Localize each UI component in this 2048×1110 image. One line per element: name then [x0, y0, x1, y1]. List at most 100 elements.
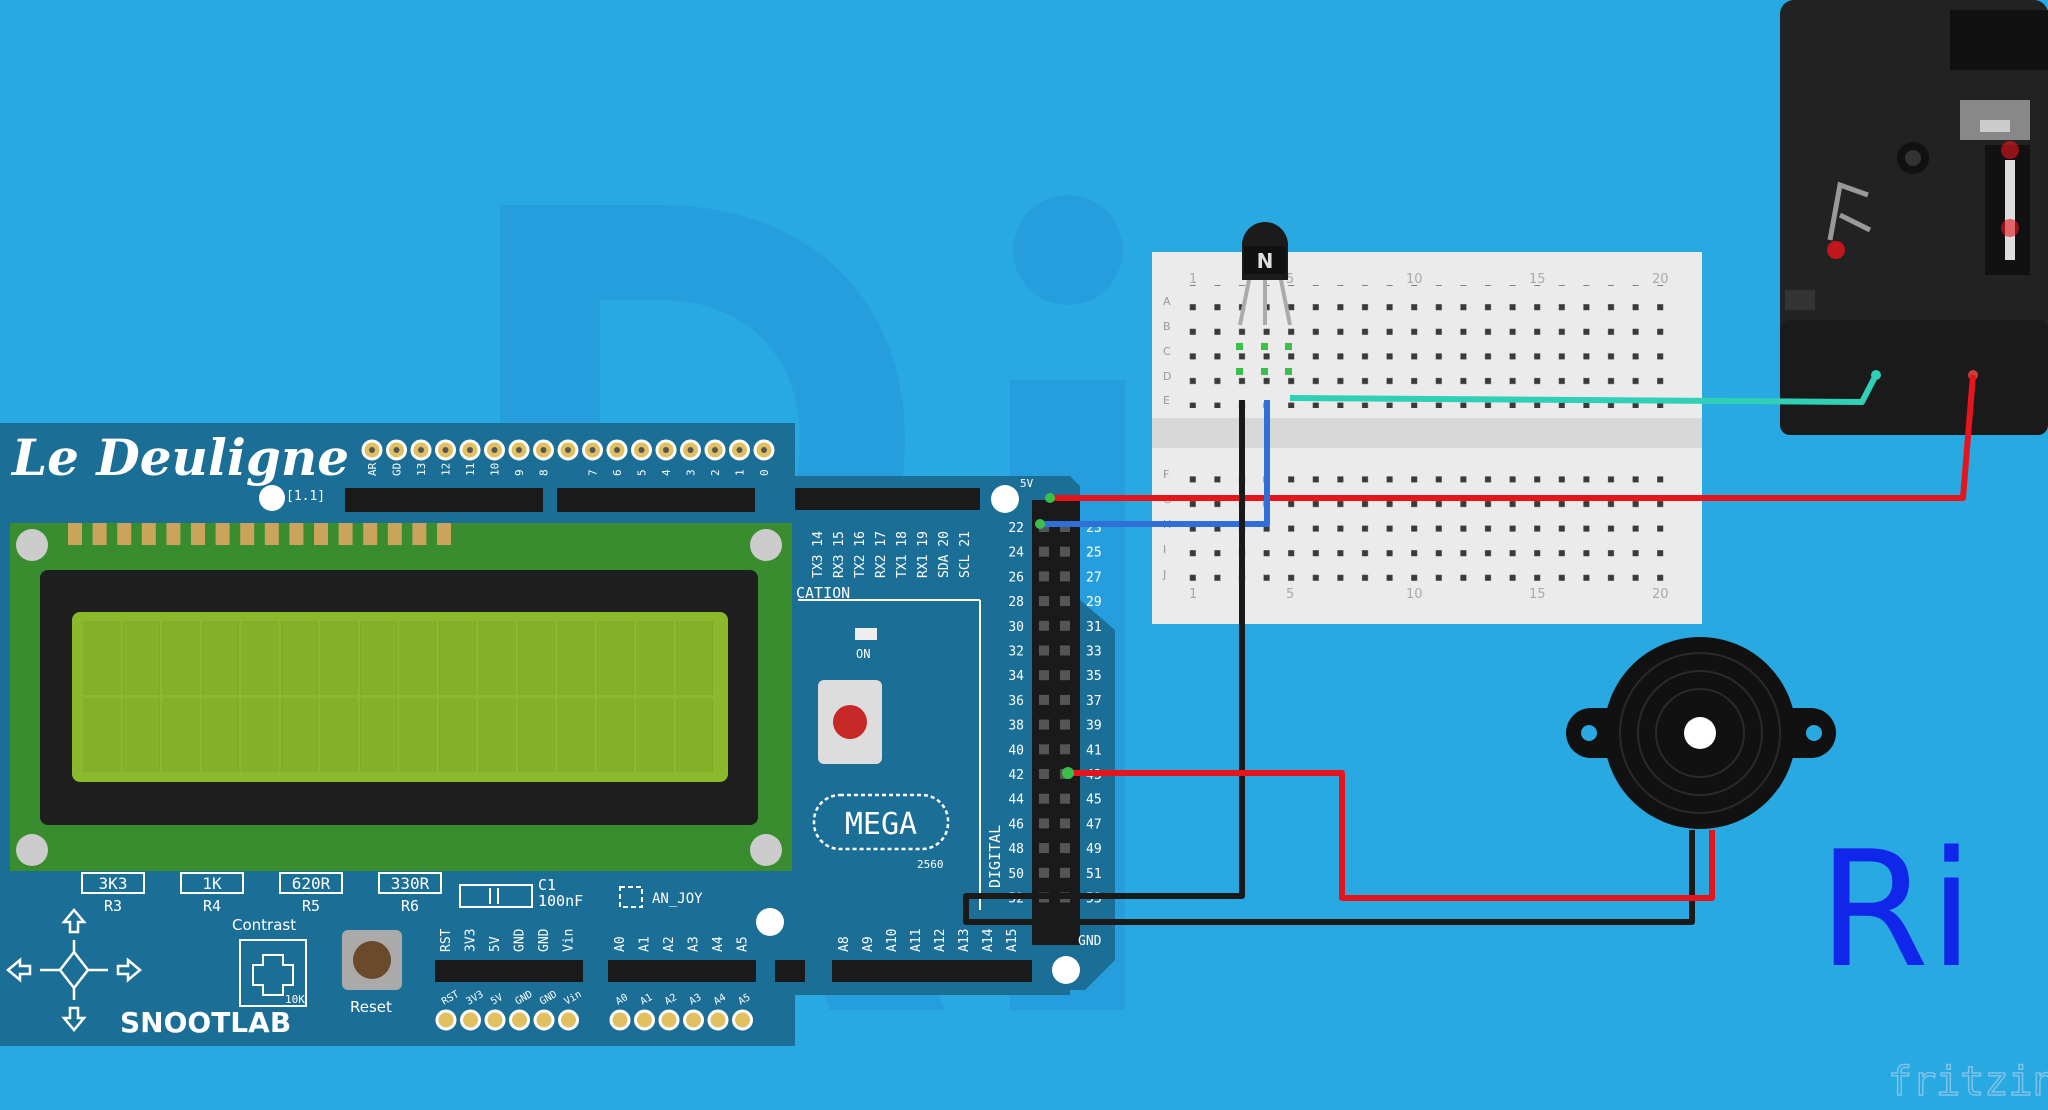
digital-pin	[1060, 620, 1070, 631]
digital-pin-label: 42	[1008, 768, 1024, 783]
digital-pin-label: 41	[1086, 743, 1102, 758]
analog-pin-label: A3	[687, 936, 702, 952]
digital-pin-label: 50	[1008, 867, 1024, 882]
digital-pin	[1060, 596, 1070, 607]
shield-pin-label: AR	[366, 462, 379, 476]
digital-pin	[1039, 843, 1049, 854]
analog-pin-label-bottom: A0	[614, 992, 630, 1008]
wires	[963, 373, 1976, 925]
analog-pin-label: A0	[613, 936, 628, 952]
digital-pin-label: 49	[1086, 842, 1102, 857]
shield-pin-label: 4	[660, 469, 673, 476]
resistor	[81, 872, 145, 894]
digital-pin-label: 32	[1008, 645, 1024, 660]
power-pin	[558, 1009, 579, 1031]
bb-col-15-bottom: 15	[1529, 587, 1546, 602]
digital-pin	[1060, 793, 1070, 804]
power-pin	[460, 1009, 481, 1031]
digital-pin	[1039, 645, 1049, 656]
analog-pin	[609, 1009, 631, 1031]
digital-pin-label: 33	[1086, 645, 1102, 660]
power-pin-label: Vin	[562, 929, 577, 952]
analog-high-label: A15	[1005, 929, 1020, 952]
on-label: ON	[856, 647, 870, 661]
resistor-value: 3K3	[99, 874, 128, 893]
analog-pin	[658, 1009, 680, 1031]
digital-pin-label: 24	[1008, 546, 1024, 561]
wire-red-relay	[1050, 374, 1976, 501]
lcd-pin	[68, 523, 82, 545]
power-pin-label: GND	[537, 928, 552, 952]
pot-value: 10K	[285, 993, 305, 1006]
shield-pin-label: 3	[685, 469, 698, 476]
bb-col-5-bottom: 5	[1286, 587, 1294, 602]
digital-pin	[1060, 744, 1070, 755]
lcd-pin	[289, 523, 304, 545]
reset-label: Reset	[350, 998, 392, 1016]
bb-col-10: 10	[1406, 272, 1423, 287]
digital-pin	[1060, 843, 1070, 854]
shield-pin-label: 7	[587, 469, 600, 476]
digital-pin	[1039, 867, 1049, 878]
analog-pin-label: A1	[638, 936, 653, 952]
resistor	[180, 872, 244, 894]
bb-col-5: 5	[1286, 272, 1294, 287]
cap-value: 100nF	[538, 892, 583, 910]
lcd-pin	[166, 523, 181, 545]
fritzing-label: fritzing	[1888, 1059, 2048, 1105]
digital-pin	[1039, 596, 1049, 607]
power-pin-label: 3V3	[464, 929, 479, 952]
analog-pin	[707, 1009, 729, 1031]
digital-pin-label: 51	[1086, 867, 1102, 882]
contrast-label: Contrast	[232, 916, 296, 934]
digital-pin-label: 37	[1086, 694, 1102, 709]
shield-pin-label: 12	[440, 463, 453, 476]
digital-pin	[1060, 719, 1070, 730]
shield-pin-label: 2	[709, 469, 722, 476]
digital-pin-label: 40	[1008, 743, 1024, 758]
lcd-pin	[141, 523, 156, 545]
shield-brand: Le Deuligne	[10, 428, 349, 487]
lcd-pin	[387, 523, 402, 545]
mega-label: MEGA	[845, 807, 917, 842]
digital-pin	[1060, 867, 1070, 878]
digital-pin	[1060, 818, 1070, 829]
digital-pin-label: 34	[1008, 669, 1024, 684]
joystick-icon	[6, 908, 142, 1032]
wire-blue-base	[1040, 400, 1270, 527]
digital-pin	[1039, 793, 1049, 804]
digital-pin	[1060, 546, 1070, 557]
resistor-ref: R6	[401, 897, 419, 915]
digital-pin	[1060, 645, 1070, 656]
analog-high-label: A14	[981, 928, 996, 952]
shield-pin-label: 0	[758, 469, 771, 476]
analog-pin-label-bottom: A2	[663, 992, 679, 1008]
shield-pin-label: 9	[513, 469, 526, 476]
shield-pin-label: GD	[391, 463, 404, 476]
transistor-label: N	[1257, 249, 1274, 273]
digital-pin	[1039, 571, 1049, 582]
comm-pin-label: TX1 18	[895, 531, 910, 578]
power-pin-label: GND	[513, 928, 528, 952]
bb-row-C: C	[1163, 345, 1171, 358]
shield-pin-label: 11	[464, 463, 477, 476]
digital-pin-label: 35	[1086, 669, 1102, 684]
analog-high-label: A13	[957, 929, 972, 952]
buzzer	[1566, 637, 1836, 829]
resistor	[279, 872, 343, 894]
power-header	[435, 960, 583, 982]
resistor-value: 330R	[391, 874, 430, 893]
mega-2560: 2560	[917, 858, 944, 871]
analog-pin-label: A2	[662, 936, 677, 952]
bb-col-1-bottom: 1	[1189, 587, 1197, 602]
power-pin	[435, 1009, 457, 1031]
digital-pin	[1039, 620, 1049, 631]
comm-pin-label: TX3 14	[811, 531, 826, 578]
an-joy-label: AN_JOY	[652, 891, 703, 907]
digital-pin-label: 22	[1008, 521, 1024, 536]
resistor-ref: R5	[302, 897, 320, 915]
digital-pin-label: 47	[1086, 817, 1102, 832]
